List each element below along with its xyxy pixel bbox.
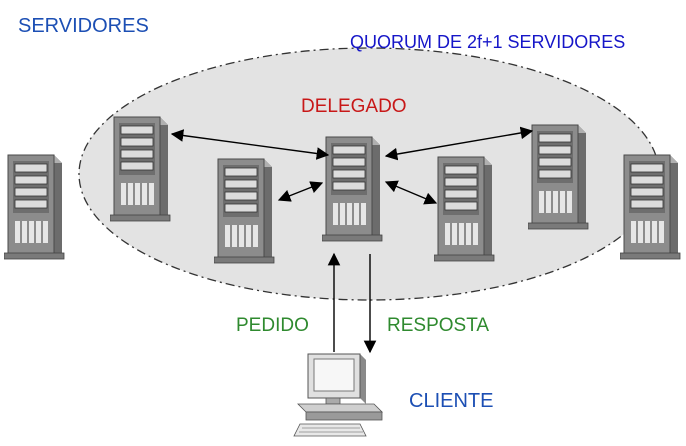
server-icon-quorum-2 [214,158,275,264]
quorum-label: QUORUM DE 2f+1 SERVIDORES [350,32,626,52]
leader-label: DELEGADO [301,96,407,117]
server-icon-outside-left [4,154,65,260]
server-icon-quorum-3 [434,156,495,262]
request-label: PEDIDO [236,315,309,336]
servers-label: SERVIDORES [18,15,149,37]
server-icon-quorum-1 [110,116,171,222]
edge-leader-quorum-2 [277,181,324,202]
response-label: RESPOSTA [387,315,490,336]
edge-leader-quorum-3 [384,180,438,205]
server-icon-outside-right [620,154,681,260]
edge-leader-quorum-4 [384,126,534,161]
server-icon-quorum-4 [528,124,589,230]
client-workstation-icon [293,353,383,437]
client-label: CLIENTE [409,390,494,412]
server-icon-leader [322,136,383,242]
edge-leader-quorum-1 [170,129,330,160]
